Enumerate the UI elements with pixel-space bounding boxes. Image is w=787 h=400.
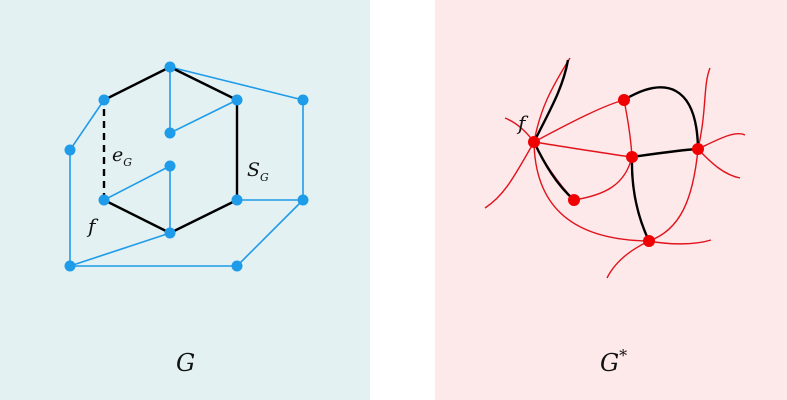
dual-edge [623,86,700,150]
dual-edge [532,59,570,143]
caption-g: G [176,349,195,377]
dual-edge [630,156,651,242]
dual-edge [532,141,575,201]
red-curve [648,148,699,242]
hexagon-cycle [102,65,239,235]
graph-vertex [297,94,309,106]
primal-graph-background [0,0,370,400]
dual-graph-svg: f G* [435,0,787,400]
graph-edge [69,232,171,267]
dual-vertex [618,94,630,106]
cycle-edge [169,65,238,102]
red-curve [533,99,625,143]
primal-graph-panel: eG SG f G [0,0,370,400]
cycle-edge [169,198,238,235]
graph-vertex [164,160,176,172]
dual-graph-panel: f G* [435,0,787,400]
primal-graph-edges [69,66,304,267]
red-curve [533,141,650,242]
graph-edge [236,199,304,267]
dual-vertex [643,235,655,247]
graph-vertex [64,260,76,272]
graph-vertex [64,144,76,156]
red-curve [573,156,633,201]
graph-vertex [231,260,243,272]
graph-vertex [98,94,110,106]
cycle-edge [103,198,171,235]
graph-vertex [231,194,243,206]
dual-vertex-f [528,136,540,148]
graph-vertex [98,194,110,206]
graph-vertex [231,94,243,106]
primal-graph-vertices [64,61,309,272]
graph-vertex [164,227,176,239]
graph-edge [103,165,171,201]
dual-black-edges [532,59,700,242]
dual-vertex [692,143,704,155]
caption-g-star: G* [600,346,627,377]
primal-graph-svg: eG SG f G [0,0,370,400]
red-curve [697,67,711,150]
dual-graph-vertices [528,94,704,247]
cycle-edge [103,65,171,102]
dual-vertex [568,194,580,206]
graph-edge [69,99,105,151]
red-curve [484,141,535,209]
graph-edge [169,99,238,134]
graph-vertex [164,61,176,73]
graph-edge [169,66,304,101]
graph-vertex [164,127,176,139]
dual-vertex [626,151,638,163]
label-s-g: SG [247,159,269,184]
label-e-g: eG [112,144,132,169]
graph-vertex [297,194,309,206]
dual-graph-background [435,0,787,400]
red-curve [533,57,571,143]
